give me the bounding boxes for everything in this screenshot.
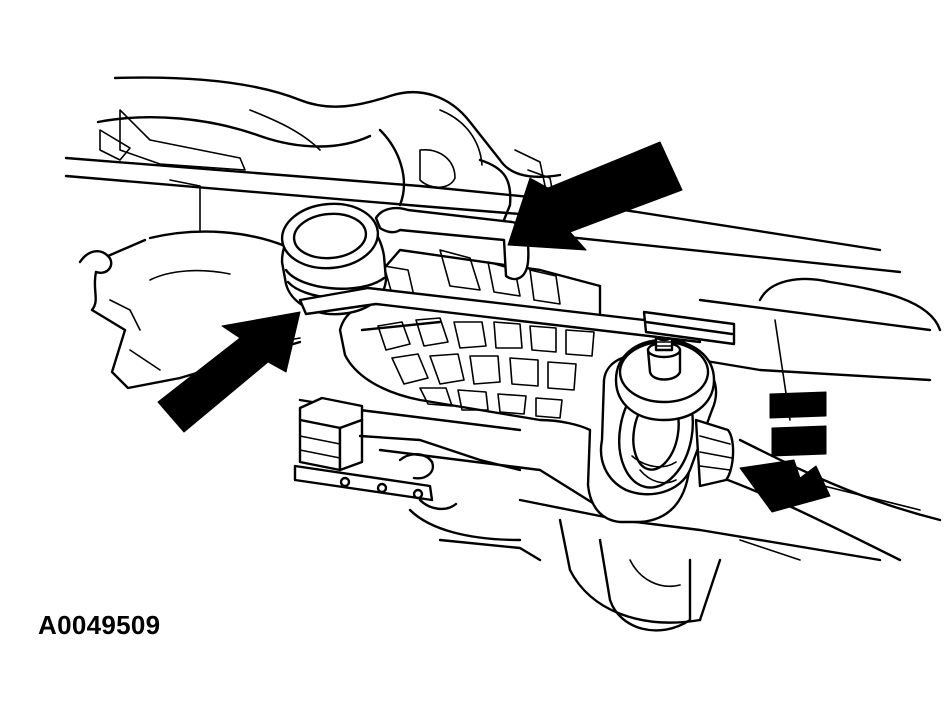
callout-arrow-upper	[507, 141, 683, 251]
figure-id-label: A0049509	[38, 610, 161, 640]
callout-arrow-left	[157, 311, 301, 433]
right-pivot-nut	[614, 330, 716, 422]
electrical-connector	[293, 396, 522, 511]
lower-structure	[298, 230, 942, 632]
drive-link-rod	[298, 206, 736, 346]
wiper-motor	[78, 230, 302, 390]
callout-arrow-right-dashed	[739, 391, 831, 513]
pivot-sleeve	[694, 418, 735, 488]
